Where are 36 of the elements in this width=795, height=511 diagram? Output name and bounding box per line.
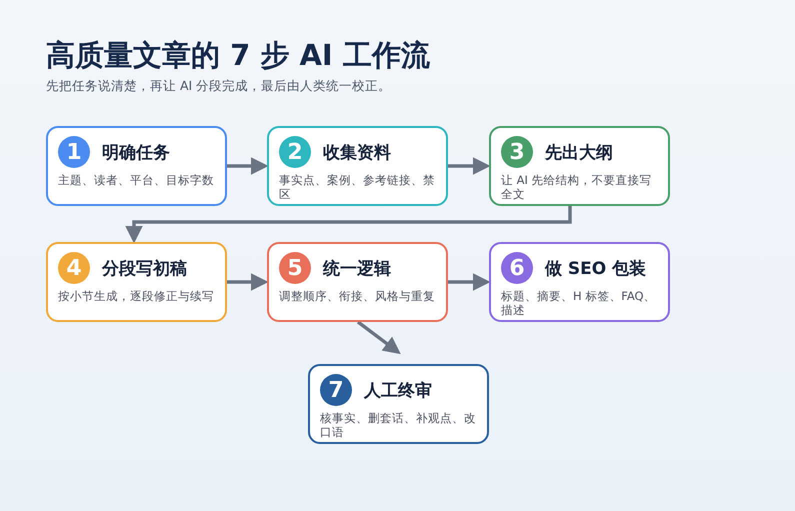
step-card — [46, 126, 227, 206]
arrow — [227, 157, 268, 175]
step-card — [267, 242, 448, 322]
step-description: 调整顺序、衔接、风格与重复 — [279, 289, 436, 304]
step-card — [46, 242, 227, 322]
step-description: 核事实、删套话、补观点、改口语 — [320, 411, 477, 440]
step-description: 让 AI 先给结构，不要直接写全文 — [501, 173, 653, 202]
step-number-badge: 4 — [58, 252, 90, 284]
step-number-badge: 5 — [279, 252, 311, 284]
step-card — [267, 126, 448, 206]
step-description: 按小节生成，逐段修正与续写 — [58, 289, 215, 304]
step-card — [489, 126, 670, 206]
step-number-badge: 7 — [320, 374, 352, 406]
arrow — [227, 273, 268, 291]
step-title: 收集资料 — [323, 142, 391, 164]
step-title: 统一逻辑 — [323, 258, 391, 280]
arrow — [356, 320, 401, 354]
step-number-badge: 6 — [501, 252, 533, 284]
step-card — [308, 364, 489, 444]
step-title: 明确任务 — [102, 142, 170, 164]
title: 高质量文章的 7 步 AI 工作流 — [46, 37, 430, 74]
step-title: 分段写初稿 — [102, 258, 187, 280]
step-number-badge: 3 — [501, 136, 533, 168]
arrow — [125, 206, 572, 244]
arrow — [448, 273, 490, 291]
step-card — [489, 242, 670, 322]
subtitle: 先把任务说清楚，再让 AI 分段完成，最后由人类统一校正。 — [46, 78, 392, 95]
step-description: 事实点、案例、参考链接、禁区 — [279, 173, 436, 202]
step-number-badge: 1 — [58, 136, 90, 168]
step-title: 人工终审 — [364, 380, 432, 402]
step-description: 主题、读者、平台、目标字数 — [58, 173, 215, 188]
step-description: 标题、摘要、H 标签、FAQ、描述 — [501, 289, 657, 318]
step-number-badge: 2 — [279, 136, 311, 168]
arrow — [448, 157, 490, 175]
step-title: 先出大纲 — [545, 142, 613, 164]
step-title: 做 SEO 包装 — [545, 258, 646, 280]
